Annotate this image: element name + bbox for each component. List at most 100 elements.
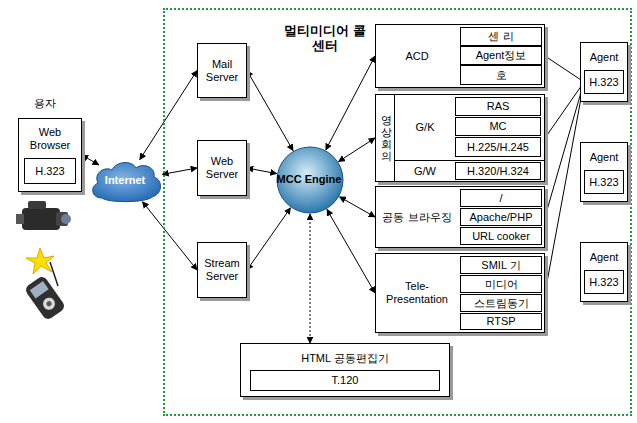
- text-area: H.323: [585, 171, 623, 193]
- protocol-box: T.120: [250, 370, 440, 391]
- text-area: MC: [456, 118, 540, 135]
- text-area: T.120: [251, 371, 439, 390]
- connector: [545, 82, 584, 217]
- text-area: SMIL 기: [461, 257, 541, 273]
- node-label: RAS: [487, 100, 510, 113]
- function-box: RAS: [455, 97, 541, 116]
- node-label: HTML 공동편집기: [301, 352, 389, 365]
- call-center-region: 멀티미디어 콜 센터 Mail ServerWeb ServerStream Se…: [163, 8, 632, 416]
- text-area: Agent: [581, 245, 627, 269]
- connector: [247, 208, 291, 270]
- function-box: H.225/H.245: [455, 137, 541, 157]
- node-label: H.225/H.245: [467, 141, 529, 154]
- sub-module-box: G/W H.320/H.324: [394, 160, 545, 182]
- node-label: 스트림동기: [474, 297, 529, 310]
- node-label: 공동 브라우징: [382, 211, 451, 224]
- node-label: Internet: [105, 174, 145, 187]
- function-box: SMIL 기: [460, 256, 542, 274]
- text-area: Mail Server: [198, 44, 246, 97]
- text-area: H.323: [585, 71, 623, 93]
- text-area: 영상회의: [377, 95, 395, 181]
- connector: [247, 168, 277, 174]
- node-label: Web Browser: [19, 126, 81, 151]
- text-area: Internet: [88, 158, 162, 202]
- node-label: H.323: [589, 176, 618, 189]
- function-box: Apache/PHP: [460, 208, 542, 226]
- connector: [340, 197, 375, 217]
- function-box: H.320/H.324: [455, 162, 541, 180]
- function-box: 스트림동기: [460, 294, 542, 312]
- text-area: 호: [461, 66, 541, 84]
- node-label: Mail Server: [198, 58, 246, 83]
- connector: [310, 214, 311, 343]
- node-label: Agent: [590, 151, 619, 164]
- protocol-box: H.323: [24, 158, 76, 184]
- text-area: Agent: [581, 145, 627, 169]
- connector: [247, 71, 293, 151]
- node-label: G/W: [414, 165, 436, 178]
- agent-box: AgentH.323: [580, 142, 628, 202]
- node-label: 영상회의: [381, 114, 392, 162]
- node-label: Stream Server: [198, 257, 246, 282]
- text-area: H.225/H.245: [456, 138, 540, 156]
- module-box: 영상회의 G/K RAS MC H.225/H.245G/W H.320/H.324: [375, 94, 545, 182]
- module-box: 공동 브라우징 / Apache/PHP URL cooker: [375, 186, 545, 248]
- node-label: 호: [496, 69, 507, 82]
- text-area: 공동 브라우징: [376, 187, 458, 247]
- connector: [545, 82, 584, 293]
- node-label: MCC Engine: [277, 173, 342, 186]
- text-area: Web Browser: [19, 121, 81, 157]
- text-area: /: [461, 190, 541, 206]
- function-box: 미디어: [460, 275, 542, 293]
- function-box: 센 리: [460, 27, 542, 46]
- engine-circle: MCC Engine: [276, 146, 344, 214]
- connector: [82, 155, 99, 165]
- module-box: ACD센 리Agent정보호: [375, 24, 545, 88]
- node-label: Agent: [590, 251, 619, 264]
- text-area: 멀티미디어 콜 센터: [279, 16, 371, 62]
- text-area: Stream Server: [198, 243, 246, 297]
- node-label: H.323: [589, 276, 618, 289]
- text-area: H.320/H.324: [456, 163, 540, 179]
- browser-box: Web BrowserH.323: [18, 118, 82, 192]
- text-area: HTML 공동편집기: [241, 346, 449, 370]
- text-area: 스트림동기: [461, 295, 541, 311]
- connector: [545, 56, 584, 82]
- text-area: G/K: [395, 95, 455, 160]
- user-label: 용자: [34, 96, 56, 111]
- node-label: MC: [489, 120, 506, 133]
- connector: [140, 71, 197, 160]
- node-label: T.120: [332, 374, 359, 387]
- protocol-box: H.323: [584, 270, 624, 294]
- node-label: Web Server: [198, 155, 246, 180]
- agent-box: AgentH.323: [580, 42, 628, 102]
- server-box: Web Server: [197, 140, 247, 196]
- connector: [143, 202, 197, 270]
- spark-icon: [26, 248, 54, 274]
- connector: [339, 138, 375, 162]
- node-label: 멀티미디어 콜 센터: [279, 24, 371, 54]
- node-label: H.323: [35, 165, 64, 178]
- sub-module-box: G/K RAS MC H.225/H.245: [394, 94, 545, 161]
- text-area: URL cooker: [461, 228, 541, 244]
- function-box: RTSP: [460, 313, 542, 330]
- node-label: 미디어: [485, 278, 518, 291]
- phone-icon: [24, 262, 67, 321]
- function-box: /: [460, 189, 542, 207]
- node-label: Tele-Presentation: [378, 280, 456, 305]
- protocol-box: H.323: [584, 70, 624, 94]
- node-label: Agent정보: [476, 49, 527, 62]
- text-area: 미디어: [461, 276, 541, 292]
- node-label: G/K: [416, 121, 435, 134]
- node-label: SMIL 기: [481, 259, 520, 272]
- text-area: G/W: [395, 161, 455, 181]
- connector: [162, 168, 197, 174]
- text-area: Agent정보: [461, 47, 541, 64]
- function-box: 호: [460, 65, 542, 85]
- text-area: Web Server: [198, 141, 246, 195]
- node-label: Agent: [590, 51, 619, 64]
- server-box: Mail Server: [197, 43, 247, 98]
- text-area: MCC Engine: [276, 146, 342, 212]
- text-area: Tele-Presentation: [378, 254, 456, 332]
- editor-box: HTML 공동편집기 T.120: [240, 343, 450, 397]
